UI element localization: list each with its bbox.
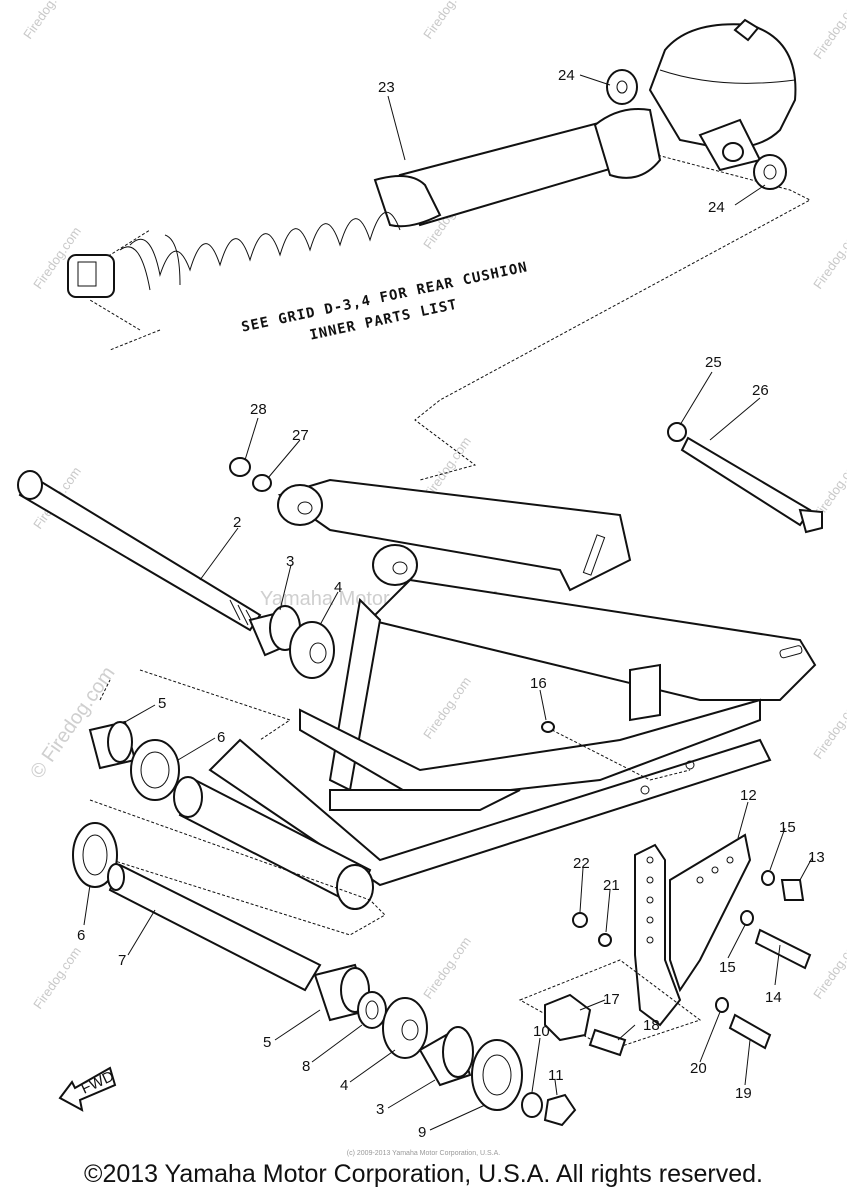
washer-8 bbox=[357, 991, 387, 1029]
callout-13: 13 bbox=[808, 849, 825, 866]
bolt-26 bbox=[680, 436, 812, 527]
upper-small-parts bbox=[229, 422, 823, 534]
washer-27 bbox=[252, 474, 272, 492]
washer-24-upper bbox=[606, 69, 638, 105]
bolt-13 bbox=[780, 879, 805, 901]
lower-shaft-assembly bbox=[107, 863, 577, 1127]
callout-23: 23 bbox=[378, 79, 395, 96]
callout-15-lower: 15 bbox=[719, 959, 736, 976]
washer-15-upper bbox=[761, 870, 775, 886]
corner-watermark-11: Firedog.com bbox=[810, 694, 847, 762]
dust-cover-9 bbox=[471, 1039, 523, 1111]
callout-27: 27 bbox=[292, 427, 309, 444]
pivot-shaft-assembly bbox=[17, 470, 386, 936]
cushion-spring bbox=[119, 211, 401, 291]
callout-19: 19 bbox=[735, 1085, 752, 1102]
pivot-tube-end-right bbox=[336, 864, 374, 910]
callout-25: 25 bbox=[705, 354, 722, 371]
callout-21: 21 bbox=[603, 877, 620, 894]
dust-cover-6-lower bbox=[72, 822, 118, 888]
tiny-copyright: (c) 2009-2013 Yamaha Motor Corporation, … bbox=[346, 1150, 501, 1157]
vertical-brace bbox=[629, 663, 661, 722]
corner-watermark-3: Firedog.com bbox=[810, 0, 847, 62]
callout-24-lower: 24 bbox=[708, 199, 725, 216]
callout-10: 10 bbox=[533, 1023, 550, 1040]
nut-22 bbox=[572, 912, 588, 928]
callout-4-lower: 4 bbox=[340, 1077, 348, 1094]
corner-watermark-10: Firedog.com bbox=[420, 674, 474, 742]
callout-11: 11 bbox=[548, 1067, 564, 1084]
reference-note: SEE GRID D-3,4 FOR REAR CUSHION INNER PA… bbox=[240, 259, 529, 343]
grease-nipple bbox=[541, 721, 555, 733]
cushion-lower-eye bbox=[67, 254, 115, 298]
cushion-mount-boss bbox=[372, 544, 418, 586]
callout-28: 28 bbox=[250, 401, 267, 418]
callout-2: 2 bbox=[233, 514, 241, 531]
bolt-14 bbox=[754, 928, 812, 970]
washer-15-lower bbox=[740, 910, 754, 926]
pin-18 bbox=[588, 1028, 627, 1057]
nut-11 bbox=[543, 1093, 577, 1127]
callout-3-upper: 3 bbox=[286, 553, 294, 570]
fwd-arrow: FWD bbox=[58, 1066, 117, 1112]
callout-8: 8 bbox=[302, 1058, 310, 1075]
callout-24-upper: 24 bbox=[558, 67, 575, 84]
pivot-shaft-2 bbox=[18, 473, 262, 632]
washer-25 bbox=[667, 422, 687, 442]
seal-4-lower bbox=[382, 997, 428, 1059]
swingarm-frame bbox=[173, 478, 817, 910]
callout-9: 9 bbox=[418, 1124, 426, 1141]
corner-watermark-2: Firedog.com bbox=[420, 0, 474, 42]
corner-watermark-12: Firedog.com bbox=[30, 944, 84, 1012]
corner-watermark-6: Firedog.com bbox=[810, 224, 847, 292]
copyright-footer: ©2013 Yamaha Motor Corporation, U.S.A. A… bbox=[84, 1160, 763, 1188]
washer-21 bbox=[598, 933, 612, 947]
dust-cover-6-upper bbox=[130, 739, 180, 801]
reservoir-cap bbox=[733, 18, 760, 42]
upper-pivot-boss bbox=[277, 484, 323, 526]
bolt-19 bbox=[728, 1013, 772, 1050]
corner-watermark-1: Firedog.com bbox=[20, 0, 74, 42]
callout-7: 7 bbox=[118, 952, 126, 969]
footrest-bracket-assembly bbox=[518, 833, 812, 1057]
callout-26: 26 bbox=[752, 382, 769, 399]
callout-12: 12 bbox=[740, 787, 757, 804]
callout-6-lower: 6 bbox=[77, 927, 85, 944]
corner-watermark-14: Firedog.com bbox=[810, 934, 847, 1002]
washer-10 bbox=[521, 1092, 543, 1118]
callout-4-upper: 4 bbox=[334, 579, 342, 596]
shaft-7 bbox=[108, 863, 322, 992]
cross-plate bbox=[329, 789, 521, 811]
callout-22: 22 bbox=[573, 855, 590, 872]
nut-28 bbox=[229, 457, 251, 477]
callout-16: 16 bbox=[530, 675, 547, 692]
callout-3-lower: 3 bbox=[376, 1101, 384, 1118]
pivot-tube-end bbox=[173, 776, 203, 818]
callout-5-lower: 5 bbox=[263, 1034, 271, 1051]
callout-5-upper: 5 bbox=[158, 695, 166, 712]
leader-lines bbox=[83, 74, 813, 1131]
callout-20: 20 bbox=[690, 1060, 707, 1077]
callout-18: 18 bbox=[643, 1017, 660, 1034]
callout-14: 14 bbox=[765, 989, 782, 1006]
corner-watermark-13: Firedog.com bbox=[420, 934, 474, 1002]
cushion-nut bbox=[593, 108, 662, 179]
callout-17: 17 bbox=[603, 991, 620, 1008]
callout-labels: 23 24 24 25 26 28 27 2 3 4 5 6 16 12 15 … bbox=[77, 67, 825, 1141]
upper-bracket bbox=[277, 478, 632, 592]
callout-6-upper: 6 bbox=[217, 729, 225, 746]
washer-20 bbox=[715, 997, 729, 1013]
rear-cushion-assembly bbox=[67, 18, 812, 481]
main-arm-top bbox=[368, 578, 817, 701]
seal-4-upper bbox=[289, 621, 335, 679]
callout-15-upper: 15 bbox=[779, 819, 796, 836]
bottom-rail bbox=[208, 738, 772, 887]
damper-17 bbox=[544, 993, 592, 1042]
washer-24-lower bbox=[753, 154, 787, 190]
bracket-12 bbox=[669, 833, 752, 993]
